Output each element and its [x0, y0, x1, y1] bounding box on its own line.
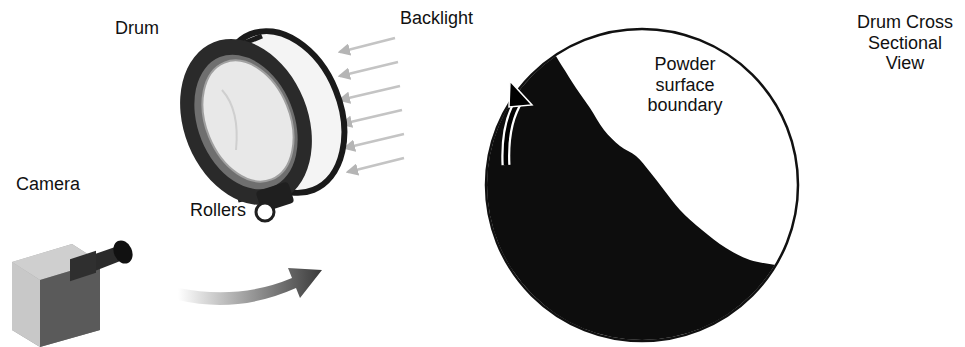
backlight-arrows [340, 38, 404, 172]
rollers-label: Rollers [190, 200, 280, 221]
boundary-label: Powder surface boundary [630, 54, 740, 116]
cross-section-view: Drum Cross Sectional ViewPowder surface … [480, 4, 962, 346]
camera-label: Camera [16, 174, 106, 195]
camera [12, 237, 136, 347]
rotation-arrow [506, 81, 532, 165]
transition-arrow [178, 268, 322, 305]
drum-wall [486, 29, 798, 341]
rollers [255, 181, 294, 221]
drum-label: Drum [115, 18, 195, 39]
view-heading: Drum Cross Sectional View [850, 12, 960, 74]
backlight-label: Backlight [400, 8, 500, 29]
drum [156, 12, 367, 225]
